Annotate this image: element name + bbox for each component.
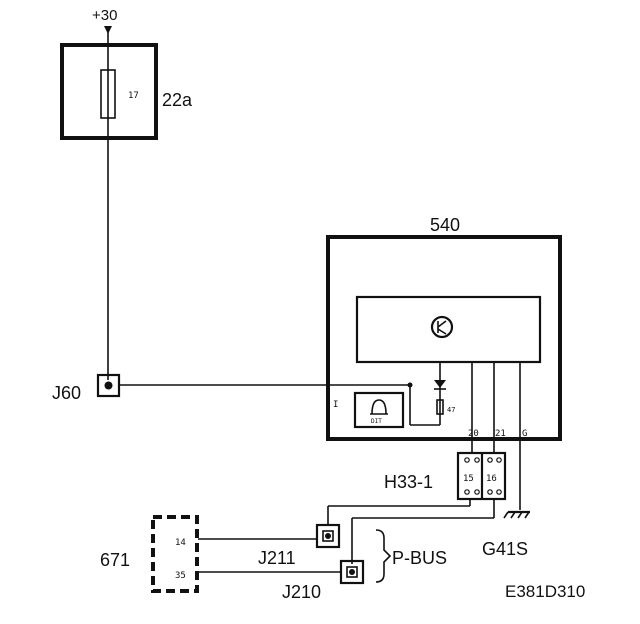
connector-label: H33-1 <box>384 472 433 492</box>
connector-pin-16: 16 <box>486 474 497 484</box>
pbus-bracket <box>375 529 392 583</box>
supply-arrow <box>104 26 112 34</box>
j210-label: J210 <box>282 582 321 602</box>
module-pin-20: 20 <box>468 429 479 439</box>
sensor-block <box>353 391 405 429</box>
j211-label: J211 <box>258 548 296 568</box>
module-540 <box>326 235 562 441</box>
module-pin-left: I <box>333 400 338 410</box>
transistor-icon <box>430 315 454 339</box>
resistor-icon <box>436 399 444 415</box>
fuse-number: 17 <box>128 91 139 101</box>
drawing-code: E381D310 <box>505 582 585 601</box>
module-id: 540 <box>430 215 460 235</box>
j60-label: J60 <box>52 383 81 403</box>
component-671-pin-35: 35 <box>175 571 186 581</box>
fuse-icon <box>100 69 116 119</box>
ground-label: G41S <box>482 539 528 559</box>
component-671-pin-14: 14 <box>175 538 186 548</box>
sensor-icon <box>370 399 388 415</box>
component-671 <box>151 515 199 593</box>
j211-splice <box>315 523 341 549</box>
pbus-label: P-BUS <box>392 548 447 568</box>
j60-dot <box>104 381 113 390</box>
module-pin-21: 21 <box>495 429 506 439</box>
fuse-box <box>60 43 158 140</box>
component-671-id: 671 <box>100 550 130 570</box>
module-inner-block <box>355 295 542 364</box>
svg-text:DIT: DIT <box>371 418 382 425</box>
diode-icon <box>434 380 446 388</box>
connector-pin-15: 15 <box>463 474 474 484</box>
supply-label: +30 <box>92 7 117 24</box>
fuse-box-id: 22a <box>162 90 193 110</box>
diode-label: 47 <box>447 406 455 414</box>
module-pin-g: G <box>522 429 527 439</box>
